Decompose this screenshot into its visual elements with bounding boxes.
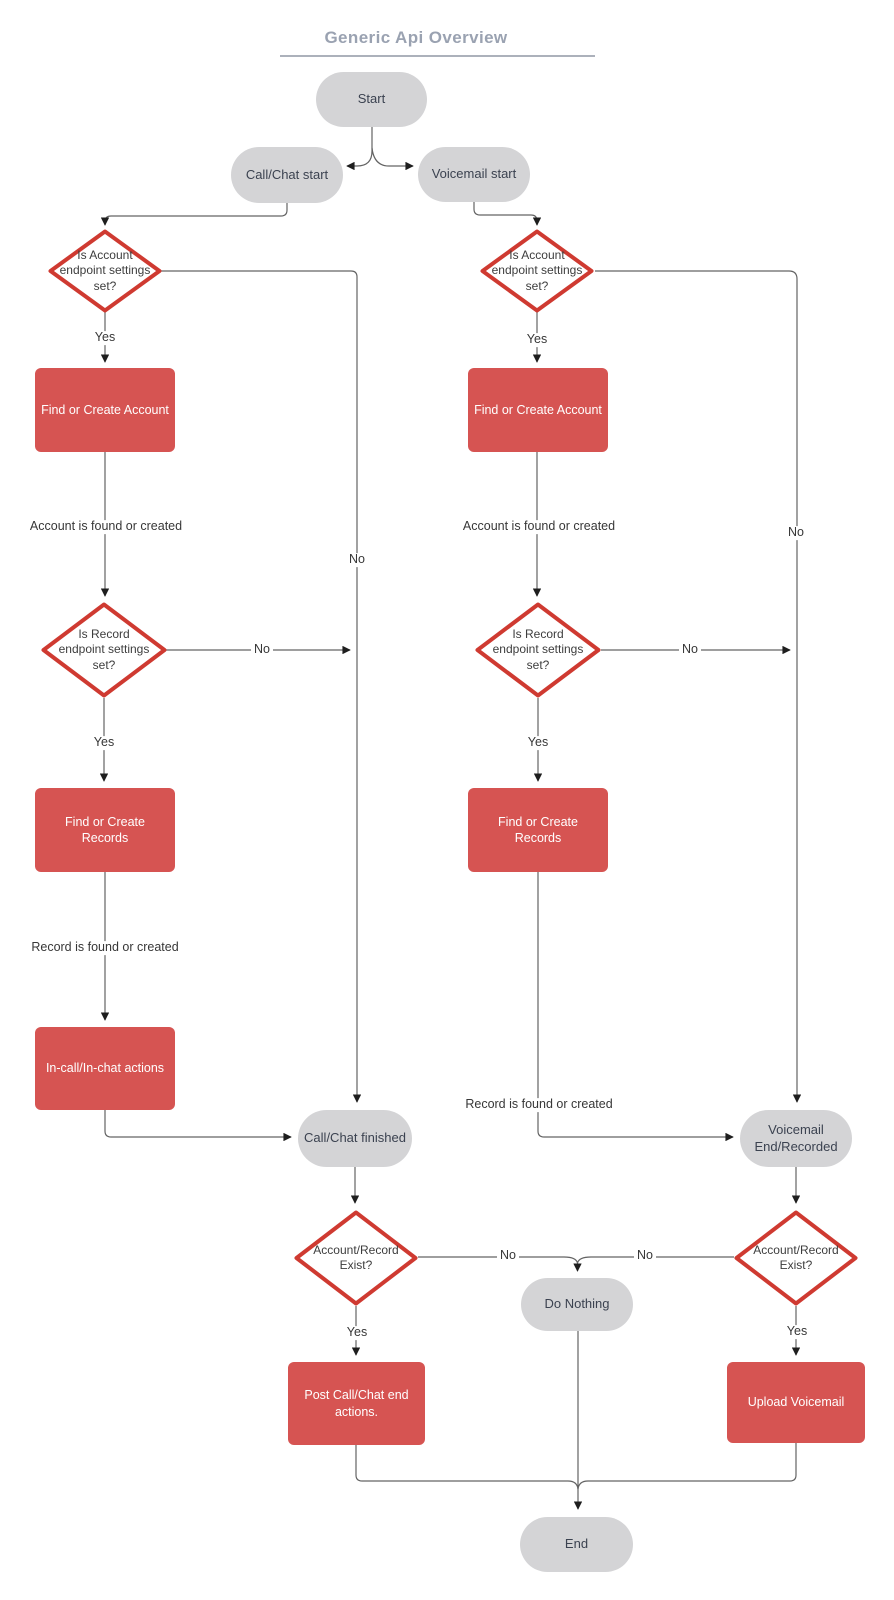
diamond-label: Is Record endpoint settings set? <box>492 626 584 672</box>
edge-label-no: No <box>497 1248 519 1263</box>
node-callchat-finished: Call/Chat finished <box>298 1110 412 1167</box>
node-voicemail-start: Voicemail start <box>418 147 530 202</box>
node-find-create-records-right: Find or Create Records <box>468 788 608 872</box>
edge-l-account-no-tall <box>161 270 362 1103</box>
node-account-record-exist-left: Account/Record Exist? <box>294 1210 418 1306</box>
edge-start-to-voicemail <box>371 147 414 171</box>
edge-post-to-merge <box>355 1445 579 1490</box>
diamond-label: Account/Record Exist? <box>313 1242 399 1272</box>
node-is-record-set-left: Is Record endpoint settings set? <box>41 602 167 698</box>
diamond-label: Is Account endpoint settings set? <box>491 247 583 293</box>
diamond-label: Account/Record Exist? <box>753 1242 839 1272</box>
node-upload-voicemail: Upload Voicemail <box>727 1362 865 1443</box>
edge-label-yes: Yes <box>91 330 119 345</box>
node-is-account-set-left: Is Account endpoint settings set? <box>48 229 162 313</box>
node-account-record-exist-right: Account/Record Exist? <box>734 1210 858 1306</box>
node-start: Start <box>316 72 427 127</box>
page-title: Generic Api Overview <box>324 28 508 47</box>
edge-upload-to-merge <box>577 1443 797 1490</box>
edge-r-exist-no <box>576 1256 734 1264</box>
edge-label-account-found: Account is found or created <box>26 519 186 534</box>
node-end: End <box>520 1517 633 1572</box>
node-find-create-records-left: Find or Create Records <box>35 788 175 872</box>
diamond-shape <box>41 602 167 698</box>
edge-r-account-no-tall <box>595 270 802 1103</box>
edge-incall-to-finished <box>104 1110 292 1142</box>
edge-voicemail-to-account-decision <box>473 202 542 226</box>
diamond-shape <box>475 602 601 698</box>
edge-label-record-found: Record is found or created <box>462 1097 616 1112</box>
edge-label-no: No <box>785 525 807 540</box>
node-voicemail-end-recorded: Voicemail End/Recorded <box>740 1110 852 1167</box>
edge-l-exist-no <box>418 1256 579 1264</box>
node-find-create-account-left: Find or Create Account <box>35 368 175 452</box>
node-find-create-account-right: Find or Create Account <box>468 368 608 452</box>
edge-label-yes: Yes <box>523 332 551 347</box>
edge-label-no: No <box>634 1248 656 1263</box>
edge-label-yes: Yes <box>524 735 552 750</box>
diamond-shape <box>734 1210 858 1306</box>
diamond-label: Is Account endpoint settings set? <box>59 247 151 293</box>
node-post-callchat-end-actions: Post Call/Chat end actions. <box>288 1362 425 1445</box>
edge-label-no: No <box>346 552 368 567</box>
edge-label-no: No <box>679 642 701 657</box>
edge-label-no: No <box>251 642 273 657</box>
diamond-shape <box>294 1210 418 1306</box>
diamond-shape <box>48 229 162 313</box>
node-is-record-set-right: Is Record endpoint settings set? <box>475 602 601 698</box>
edge-start-to-callchat <box>346 127 373 171</box>
edge-callchat-to-account-decision <box>100 203 288 226</box>
edge-label-yes: Yes <box>90 735 118 750</box>
edge-r-record-found-elbow <box>537 872 734 1142</box>
node-callchat-start: Call/Chat start <box>231 147 343 203</box>
edge-label-account-found: Account is found or created <box>459 519 619 534</box>
edge-label-record-found: Record is found or created <box>28 940 182 955</box>
title-underline <box>280 55 595 57</box>
node-incall-inchat-actions: In-call/In-chat actions <box>35 1027 175 1110</box>
diamond-shape <box>480 229 594 313</box>
node-is-account-set-right: Is Account endpoint settings set? <box>480 229 594 313</box>
edge-label-yes: Yes <box>343 1325 371 1340</box>
diamond-label: Is Record endpoint settings set? <box>58 626 150 672</box>
edge-label-yes: Yes <box>783 1324 811 1339</box>
node-do-nothing: Do Nothing <box>521 1278 633 1331</box>
